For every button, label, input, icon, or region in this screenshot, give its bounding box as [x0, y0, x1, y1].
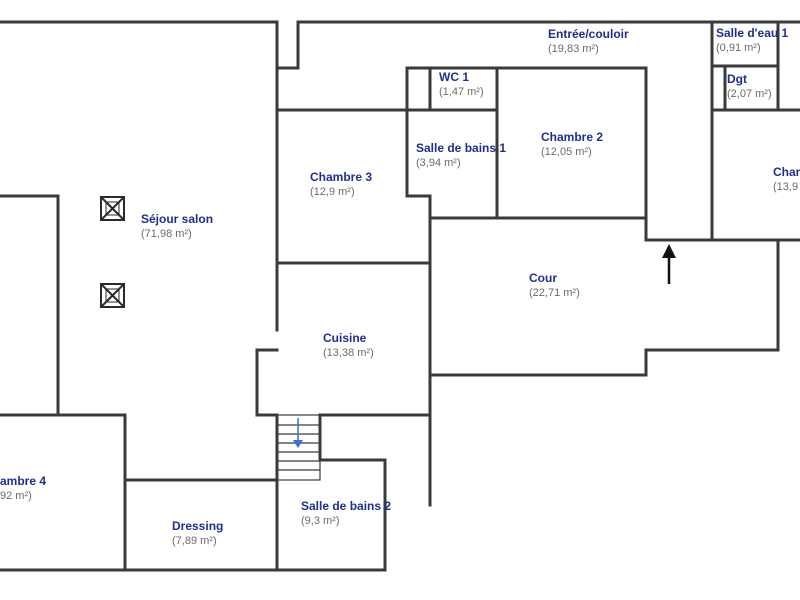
arrow-up-icon	[662, 244, 676, 284]
room-salle-eau-1: Salle d'eau 1 (0,91 m²)	[716, 26, 788, 54]
room-area: (2,07 m²)	[727, 88, 772, 100]
room-area: (19,83 m²)	[548, 43, 599, 55]
staircase-icon	[277, 418, 320, 471]
room-area: (9,3 m²)	[301, 515, 340, 527]
ventilation-x-icon	[100, 283, 125, 308]
room-area: (71,98 m²)	[141, 228, 192, 240]
room-name: WC 1	[439, 70, 469, 84]
room-name: Salle de bains 2	[301, 499, 392, 513]
room-salle-bains-2: Salle de bains 2 (9,3 m²)	[301, 499, 391, 527]
room-area: (13,38 m²)	[323, 347, 374, 359]
room-dgt: Dgt (2,07 m²)	[727, 72, 772, 100]
room-wc1: WC 1 (1,47 m²)	[439, 70, 484, 98]
room-chambre2: Chambre 2 (12,05 m²)	[541, 130, 603, 158]
room-entree: Entrée/couloir (19,83 m²)	[548, 27, 629, 55]
room-dressing: Dressing (7,89 m²)	[172, 519, 223, 547]
room-name: Dgt	[727, 72, 747, 86]
room-area: (7,89 m²)	[172, 535, 217, 547]
room-name: Char	[773, 165, 800, 179]
room-chambre-right: Char (13,9	[773, 165, 800, 193]
room-sejour: Séjour salon (71,98 m²)	[141, 212, 213, 240]
room-chambre4: ambre 4 92 m²)	[0, 474, 46, 502]
room-salle-bains-1: Salle de bains 1 (3,94 m²)	[416, 141, 506, 169]
room-name: Chambre 3	[310, 170, 373, 184]
room-area: (12,05 m²)	[541, 146, 592, 158]
room-name: Séjour salon	[141, 212, 214, 226]
room-name: Cuisine	[323, 331, 367, 345]
room-name: Entrée/couloir	[548, 27, 629, 41]
room-cuisine: Cuisine (13,38 m²)	[323, 331, 374, 359]
room-cour: Cour (22,71 m²)	[529, 271, 580, 299]
room-name: Salle d'eau 1	[716, 26, 789, 40]
room-area: (1,47 m²)	[439, 86, 484, 98]
room-area: (13,9	[773, 181, 799, 193]
walls	[0, 20, 800, 572]
ventilation-x-icon	[100, 196, 125, 221]
room-area: 92 m²)	[0, 490, 32, 502]
room-name: Cour	[529, 271, 557, 285]
room-name: Salle de bains 1	[416, 141, 507, 155]
room-name: Dressing	[172, 519, 224, 533]
room-area: (0,91 m²)	[716, 42, 761, 54]
room-name: Chambre 2	[541, 130, 604, 144]
room-area: (3,94 m²)	[416, 157, 461, 169]
room-chambre3: Chambre 3 (12,9 m²)	[310, 170, 372, 198]
room-name: ambre 4	[0, 474, 47, 488]
room-area: (12,9 m²)	[310, 186, 355, 198]
room-area: (22,71 m²)	[529, 287, 580, 299]
